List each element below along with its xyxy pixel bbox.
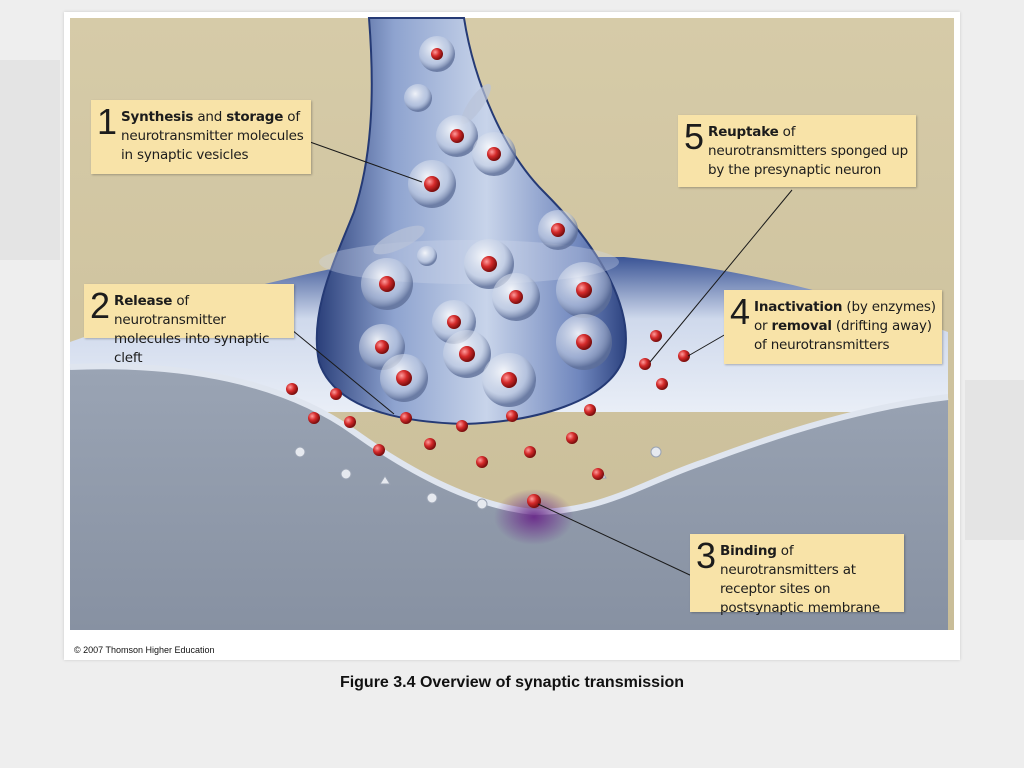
callout-text: Binding of neurotransmitters at receptor… (720, 542, 898, 618)
leader-line-2 (291, 329, 395, 415)
neurotransmitter (308, 412, 320, 424)
neurotransmitter (527, 494, 541, 508)
neurotransmitter (344, 416, 356, 428)
leader-line-4 (687, 333, 727, 357)
neurotransmitter (656, 378, 668, 390)
neurotransmitter (400, 412, 412, 424)
neurotransmitter (551, 223, 565, 237)
neurotransmitter (592, 468, 604, 480)
receptor (340, 468, 352, 480)
leader-line-3 (537, 503, 693, 577)
leader-line-1 (309, 141, 423, 183)
neurotransmitter (566, 432, 578, 444)
callout-text-part: of neurotransmitters at receptor sites o… (720, 543, 880, 616)
neurotransmitter (509, 290, 523, 304)
figure-panel: 1 Synthesis and storage of neurotransmit… (64, 12, 960, 660)
cleft-neurotransmitters (286, 330, 690, 508)
callout-text-part: of neurotransmitters sponged up by the p… (708, 124, 908, 178)
callout-text-part: of neurotransmitter molecules in synapti… (121, 109, 304, 163)
neurotransmitter (431, 48, 443, 60)
neurotransmitter (650, 330, 662, 342)
callout-number: 4 (730, 291, 751, 332)
callout-text: Inactivation (by enzymes) or removal (dr… (754, 298, 936, 355)
neurotransmitter (447, 315, 461, 329)
neurotransmitter (576, 334, 592, 350)
neurotransmitter (639, 358, 651, 370)
callout-bold: Reuptake (708, 124, 779, 140)
callout-bold: Inactivation (754, 299, 843, 315)
callout-synthesis: 1 Synthesis and storage of neurotransmit… (91, 100, 311, 174)
vesicle-neurotransmitters (375, 48, 592, 388)
callout-binding: 3 Binding of neurotransmitters at recept… (690, 534, 904, 616)
neurotransmitter (396, 370, 412, 386)
neurotransmitter (330, 388, 342, 400)
callout-leader-lines (291, 141, 793, 577)
copyright-notice: © 2007 Thomson Higher Education (74, 645, 215, 655)
callout-number: 1 (97, 101, 118, 142)
receptor (426, 492, 438, 504)
neurotransmitter (506, 410, 518, 422)
callout-number: 2 (90, 285, 111, 326)
neurotransmitter (459, 346, 475, 362)
mitochondrion (461, 83, 491, 125)
figure-caption: Figure 3.4 Overview of synaptic transmis… (339, 674, 685, 691)
callout-text: Reuptake of neurotransmitters sponged up… (708, 123, 910, 180)
callout-text: Synthesis and storage of neurotransmitte… (121, 108, 305, 165)
neurotransmitter (576, 282, 592, 298)
callout-inactivation: 4 Inactivation (by enzymes) or removal (… (724, 290, 942, 364)
background-shape (965, 380, 1024, 540)
callout-text-part: (by enzymes) or (754, 299, 936, 334)
callout-bold: removal (771, 318, 832, 334)
presynaptic-terminal (315, 17, 627, 426)
callout-bold: storage (226, 109, 284, 125)
callout-bold: Release (114, 293, 173, 309)
neurotransmitter (524, 446, 536, 458)
neurotransmitter (450, 129, 464, 143)
neurotransmitter (375, 340, 389, 354)
receptor (476, 498, 488, 510)
neurotransmitter (424, 438, 436, 450)
receptor (650, 446, 662, 458)
neurotransmitter (379, 276, 395, 292)
vesicle (417, 246, 437, 266)
callout-release: 2 Release of neurotransmitter molecules … (84, 284, 294, 366)
binding-glow (494, 489, 574, 545)
neurotransmitter (481, 256, 497, 272)
receptor (379, 475, 391, 485)
neurotransmitter (584, 404, 596, 416)
callout-text-part: and (193, 109, 227, 125)
vesicle (404, 84, 432, 112)
callout-text-part: of neurotransmitter molecules into synap… (114, 293, 270, 366)
callout-number: 5 (684, 116, 705, 157)
callout-number: 3 (696, 535, 717, 576)
callout-bold: Binding (720, 543, 777, 559)
callout-text-part: (drifting away) of neurotransmitters (754, 318, 932, 353)
mitochondrion (373, 225, 425, 255)
neurotransmitter (424, 176, 440, 192)
neurotransmitter (476, 456, 488, 468)
callout-text: Release of neurotransmitter molecules in… (114, 292, 288, 368)
receptor (294, 446, 306, 458)
callout-reuptake: 5 Reuptake of neurotransmitters sponged … (678, 115, 916, 187)
neurotransmitter (286, 383, 298, 395)
neurotransmitter (501, 372, 517, 388)
neurotransmitter (487, 147, 501, 161)
background-shape (0, 60, 60, 260)
leader-line-5 (649, 189, 793, 363)
neurotransmitter (373, 444, 385, 456)
neurotransmitter (678, 350, 690, 362)
neurotransmitter (456, 420, 468, 432)
callout-bold: Synthesis (121, 109, 194, 125)
